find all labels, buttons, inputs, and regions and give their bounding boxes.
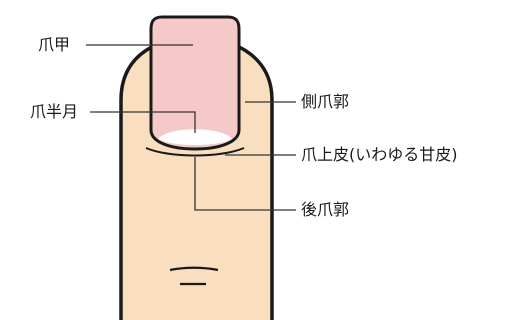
label-lunula: 爪半月 [30,102,79,121]
leader-lunula [90,111,196,133]
label-proximal-nail-fold: 後爪郭 [301,200,350,219]
nail-plate [149,15,241,151]
knuckle-crease-upper [169,266,219,272]
leader-proximal-nail-fold [194,157,296,211]
label-lateral-nail-fold: 側爪郭 [301,92,350,111]
lunula [158,129,232,145]
cuticle-line [145,147,245,157]
label-cuticle: 爪上皮(いわゆる甘皮) [301,145,458,164]
label-nail-plate: 爪甲 [38,35,71,54]
